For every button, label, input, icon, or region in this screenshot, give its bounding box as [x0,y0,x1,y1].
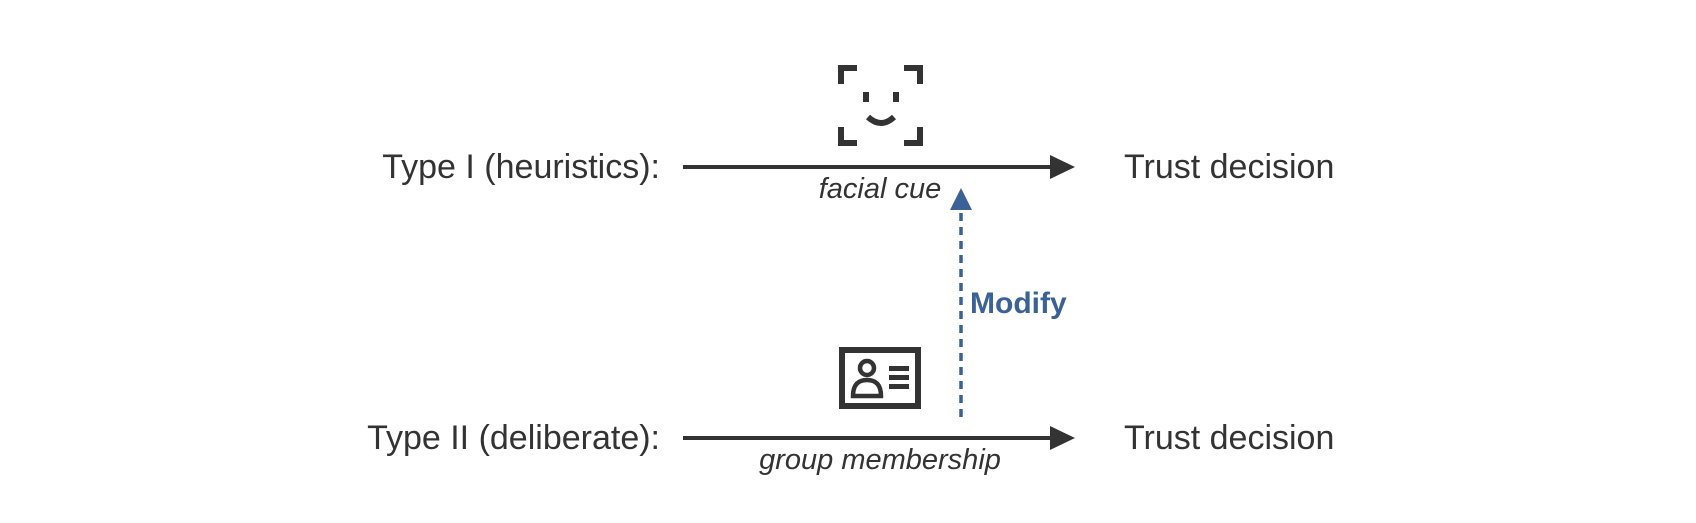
outcome-trust-decision-two: Trust decision [1124,419,1335,457]
arrow-type-one [683,155,1075,179]
modify-label: Modify [970,287,1067,320]
outcome-trust-decision-one: Trust decision [1124,148,1335,186]
cue-label-group: group membership [759,444,1001,476]
modify-arrow [950,188,972,417]
id-card-icon [839,347,921,409]
row-label-type-two: Type II (deliberate): [367,419,660,457]
arrow-type-two [683,426,1075,450]
face-scan-icon [838,65,923,146]
cue-label-facial: facial cue [818,173,942,205]
row-label-type-one: Type I (heuristics): [382,148,660,186]
